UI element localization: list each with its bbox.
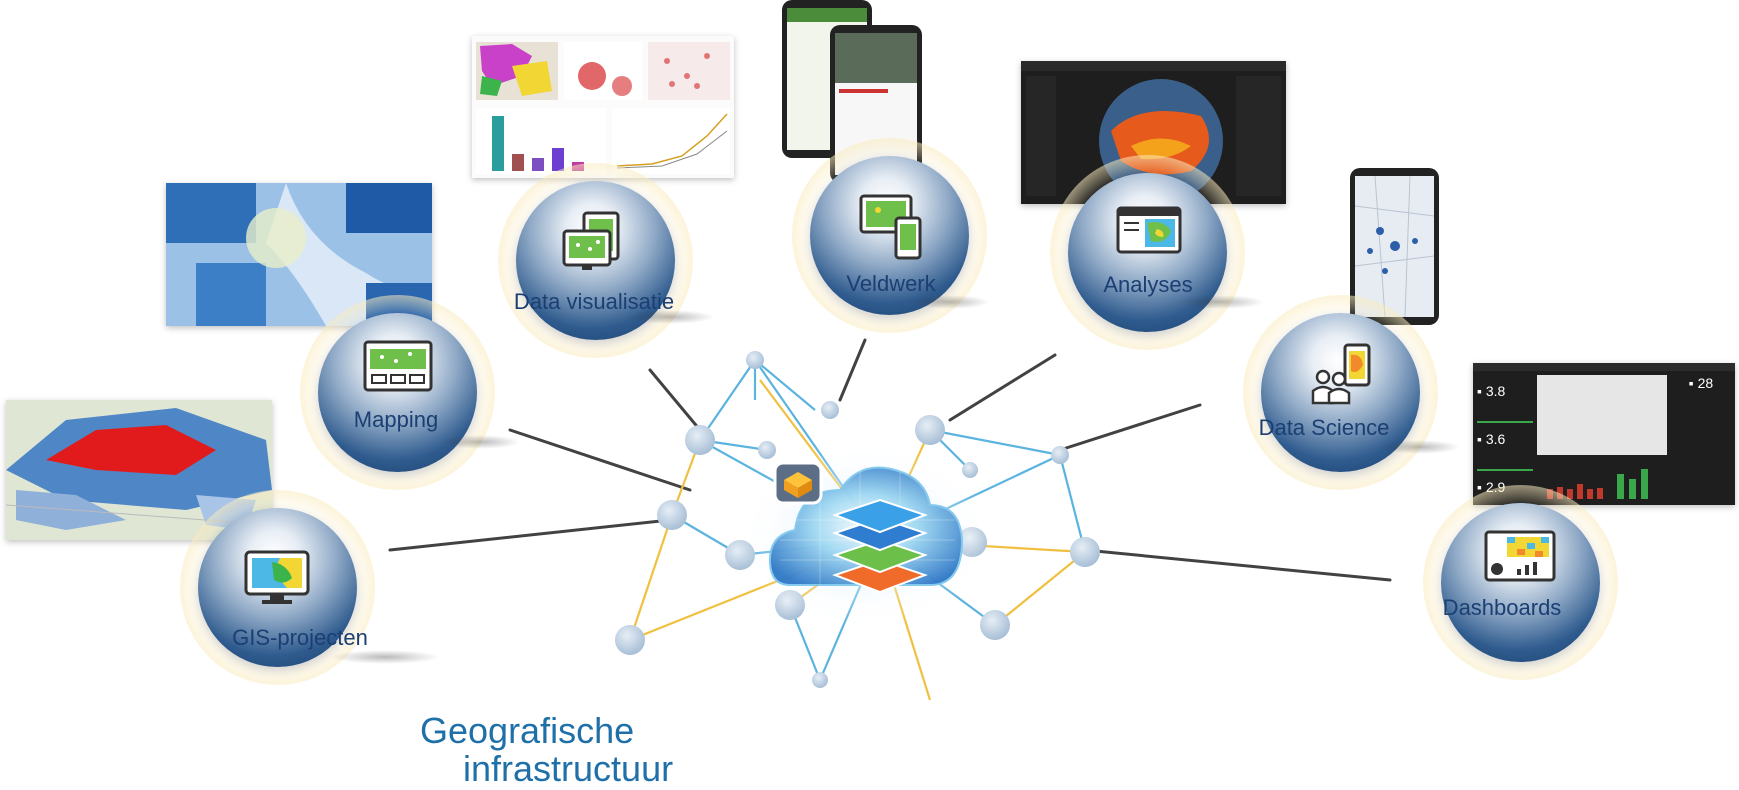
hub-label-veldwerk: Veldwerk — [846, 271, 936, 296]
hub-data-visualisatie[interactable] — [498, 163, 693, 358]
network-node — [812, 672, 828, 688]
hub-label-data-science: Data Science — [1258, 415, 1390, 440]
hub-shadow — [330, 650, 440, 664]
spoke-gis — [388, 518, 672, 552]
dashboards-thumbnail: ▪ 3.8 ▪ 3.6 ▪ 2.9 ▪ 28 — [1473, 363, 1735, 505]
network-node — [915, 415, 945, 445]
network-node — [746, 351, 764, 369]
hub-label-mapping: Mapping — [353, 407, 439, 432]
network-node — [657, 500, 687, 530]
network-node — [685, 425, 715, 455]
diagram-title-line1: Geografische — [420, 710, 635, 751]
metric-value-2: 3.6 — [1485, 431, 1506, 447]
hub-veldwerk[interactable] — [792, 138, 987, 333]
spoke-dashboards — [1083, 548, 1392, 582]
metric-value-1: 3.8 — [1485, 383, 1506, 399]
hub-shadow — [910, 295, 990, 309]
people-phone-icon — [1311, 343, 1371, 405]
hub-mapping[interactable] — [300, 295, 495, 490]
metric-value-4: 28 — [1697, 375, 1714, 391]
hub-shadow — [1175, 295, 1265, 309]
network-node — [1051, 446, 1069, 464]
spoke-veldwerk — [838, 338, 867, 402]
network-node — [962, 462, 978, 478]
network-node — [980, 610, 1010, 640]
hub-data-science[interactable] — [1243, 295, 1438, 490]
hub-label-data-visualisatie: Data visualisatie — [513, 289, 675, 314]
spoke-dataviz — [648, 368, 702, 432]
hub-label-analyses: Analyses — [1103, 272, 1193, 297]
analysis-window-icon — [1116, 206, 1182, 254]
spoke-analyses — [948, 353, 1057, 422]
hub-label-gis-projecten: GIS-projecten — [232, 625, 368, 650]
dataviz-thumbnail — [472, 36, 734, 178]
spoke-datascience — [1058, 403, 1202, 452]
hub-shadow — [625, 310, 715, 324]
datascience-phone — [1350, 168, 1439, 325]
network-node — [1070, 537, 1100, 567]
spoke-mapping — [508, 428, 692, 492]
hub-shadow — [1380, 440, 1460, 454]
hub-shadow — [440, 435, 520, 449]
dashboard-chart-icon — [1484, 530, 1556, 582]
hub-dashboards[interactable] — [1423, 485, 1618, 680]
hub-gis-projecten[interactable] — [180, 490, 375, 685]
devices-chart-icon — [562, 211, 620, 270]
network-node — [758, 441, 776, 459]
network-node — [821, 401, 839, 419]
package-badge-icon — [773, 461, 823, 505]
diagram-title-line2: infrastructuur — [463, 748, 674, 789]
hub-analyses[interactable] — [1050, 155, 1245, 350]
map-window-icon — [363, 340, 433, 392]
tablet-phone-icon — [859, 194, 922, 260]
monitor-map-icon — [244, 550, 310, 604]
network-node — [615, 625, 645, 655]
hub-label-dashboards: Dashboards — [1442, 595, 1562, 620]
